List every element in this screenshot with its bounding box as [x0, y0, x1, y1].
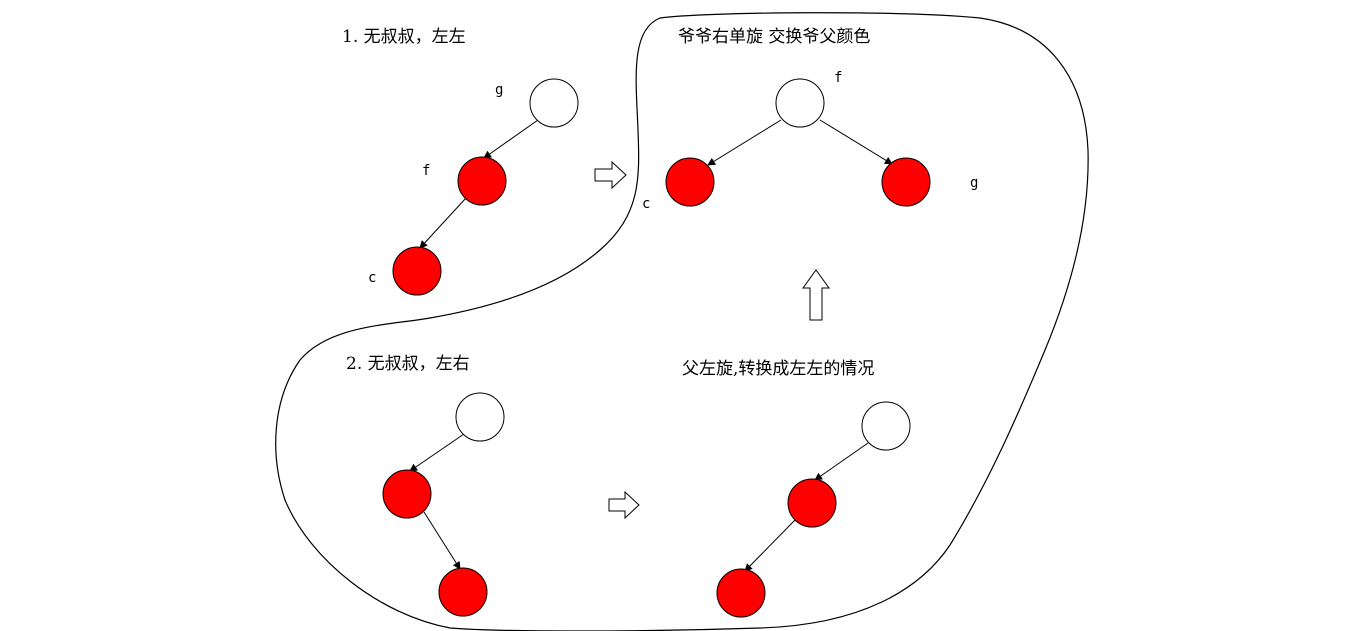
- tree1-label-g: g: [495, 82, 503, 98]
- case1-result-caption: 爷爷右单旋 交换爷父颜色: [678, 27, 870, 47]
- tree2-edge-f-g: [819, 119, 893, 165]
- tree2-node-f: [775, 78, 825, 128]
- tree4-edge-root-left: [814, 442, 869, 481]
- tree2-label-f: f: [834, 70, 842, 86]
- tree1-node-f: [457, 156, 507, 206]
- tree1-label-c: c: [368, 270, 376, 286]
- tree1-edge-f-c: [419, 197, 467, 249]
- tree1-node-c: [392, 246, 442, 296]
- region-outline: [275, 12, 1089, 631]
- tree4-node-child: [716, 568, 766, 618]
- case2-caption: 2. 无叔叔，左右: [346, 354, 470, 374]
- right-arrow-icon: [594, 160, 627, 190]
- case2-result-caption: 父左旋,转换成左左的情况: [682, 359, 874, 379]
- tree1-edge-g-f: [483, 119, 539, 159]
- tree2-label-c: c: [642, 196, 650, 212]
- tree3-node-child: [438, 567, 488, 617]
- tree3-edge-root-left: [409, 433, 465, 472]
- tree2-node-c: [665, 157, 715, 207]
- tree1-node-g: [529, 78, 579, 128]
- tree4-node-parent: [787, 478, 837, 528]
- right-arrow-icon-2: [608, 490, 640, 520]
- tree4-edge-left-left: [744, 519, 796, 572]
- tree3-node-root: [455, 392, 505, 442]
- tree1-label-f: f: [422, 163, 430, 179]
- tree3-node-parent: [382, 469, 432, 519]
- tree4-node-root: [861, 401, 911, 451]
- tree2-node-g: [881, 157, 931, 207]
- tree2-label-g: g: [970, 175, 978, 191]
- tree2-edge-f-c: [707, 119, 782, 166]
- tree3-edge-left-right: [423, 511, 461, 570]
- up-arrow-icon: [802, 269, 830, 321]
- case1-caption: 1. 无叔叔，左左: [342, 27, 466, 47]
